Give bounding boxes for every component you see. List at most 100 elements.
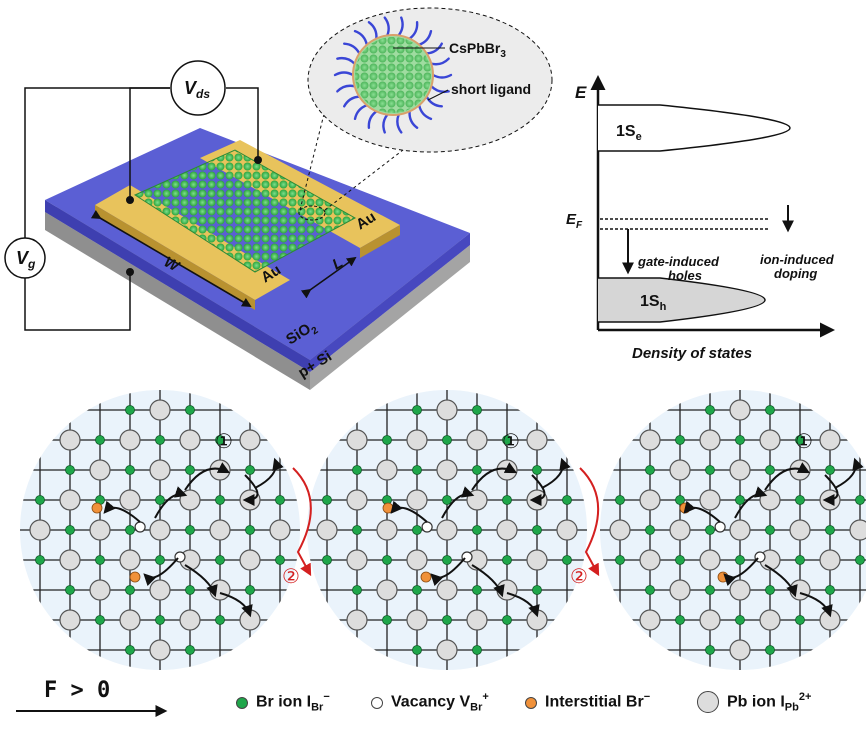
br-ion	[765, 585, 775, 595]
br-ion	[322, 495, 332, 505]
migration-arrow	[242, 474, 259, 506]
pb-ion	[179, 489, 201, 511]
pb-ion	[466, 429, 488, 451]
lattice-panel: ①	[307, 390, 587, 670]
pb-ion	[406, 429, 428, 451]
se-label: 1Se	[616, 123, 642, 143]
pb-ion	[729, 399, 751, 421]
br-ion	[352, 585, 362, 595]
br-ion	[502, 495, 512, 505]
br-ion	[185, 645, 195, 655]
pb-ion	[406, 549, 428, 571]
vacancy	[134, 521, 146, 533]
migration-arrow	[154, 486, 188, 519]
pb-ion	[436, 519, 458, 541]
pb-ion	[436, 639, 458, 661]
pb-ion	[149, 579, 171, 601]
pb-ion	[376, 579, 398, 601]
step2-label-b: ②	[570, 564, 588, 588]
pb-ion	[179, 609, 201, 631]
br-ion	[155, 555, 165, 565]
br-ion	[125, 525, 135, 535]
br-ion	[855, 495, 865, 505]
vg-label: Vg	[16, 248, 36, 271]
br-ion	[705, 645, 715, 655]
contact-dot-left	[126, 196, 134, 204]
l-arrow	[300, 256, 357, 299]
br-ion	[675, 495, 685, 505]
br-ion	[95, 555, 105, 565]
br-ion	[645, 465, 655, 475]
pb-ion	[119, 549, 141, 571]
ligand-chain	[417, 29, 433, 46]
ligand-chain	[353, 29, 369, 46]
lattice-panel: ①	[20, 390, 300, 670]
migration-arrow	[430, 557, 466, 587]
migration-arrow	[541, 457, 571, 489]
pb-ion	[759, 609, 781, 631]
br-ion	[125, 645, 135, 655]
br-ion	[95, 615, 105, 625]
br-ion	[65, 525, 75, 535]
ligand-chain	[425, 95, 443, 108]
br-ion	[472, 405, 482, 415]
energy-axis-label: E	[575, 83, 587, 102]
pb-ion	[406, 609, 428, 631]
device-schematic: Au Au W L SiO2 p+ Si Vds Vg	[4, 49, 470, 390]
pb-ion	[346, 609, 368, 631]
br-ion	[765, 465, 775, 475]
ligand-chain	[333, 71, 355, 77]
migration-arrow	[390, 500, 428, 523]
ef-label: EF	[566, 211, 583, 231]
br-ion	[245, 585, 255, 595]
br-ion	[502, 435, 512, 445]
br-ion	[185, 525, 195, 535]
pb-ion	[239, 549, 261, 571]
ligand-chain	[336, 56, 356, 65]
pb-ion	[609, 519, 631, 541]
pb-ion	[849, 519, 866, 541]
pb-ion	[316, 519, 338, 541]
br-ion	[765, 525, 775, 535]
br-ion	[442, 615, 452, 625]
br-ion	[215, 555, 225, 565]
br-ion	[645, 585, 655, 595]
ligand-chain	[431, 73, 453, 79]
pb-ion	[729, 519, 751, 541]
vacancy-symbol	[371, 697, 383, 709]
br-ion	[382, 435, 392, 445]
br-ion	[562, 555, 572, 565]
br-ion	[675, 615, 685, 625]
pb-ion	[759, 489, 781, 511]
ligand-chain	[367, 21, 378, 40]
pb-ion	[119, 489, 141, 511]
sh-label: 1Sh	[640, 293, 667, 313]
br-ion	[155, 615, 165, 625]
br-ion	[322, 555, 332, 565]
pb-ion	[149, 639, 171, 661]
pb-ion	[819, 549, 841, 571]
nanocrystal-lattice	[355, 37, 431, 113]
zoom-spot	[298, 205, 326, 221]
br-ion	[532, 525, 542, 535]
pb-ion	[556, 519, 578, 541]
br-ion	[95, 435, 105, 445]
pb-ion	[59, 489, 81, 511]
migration-arrow	[219, 592, 253, 618]
br-ion-symbol	[236, 697, 248, 709]
pb-ion	[149, 519, 171, 541]
br-ion	[795, 615, 805, 625]
br-ion	[502, 615, 512, 625]
br-ion-legend: Br ion IBr−	[256, 691, 330, 714]
pb-ion	[436, 399, 458, 421]
br-ion	[155, 495, 165, 505]
sh-band	[598, 277, 766, 323]
br-ion	[442, 435, 452, 445]
br-ion	[125, 585, 135, 595]
ligand-chain	[353, 104, 369, 121]
br-ion	[705, 465, 715, 475]
gate-label-1: gate-induced	[637, 254, 720, 269]
br-ion	[412, 405, 422, 415]
br-ion	[735, 555, 745, 565]
migration-arrow	[471, 462, 518, 491]
